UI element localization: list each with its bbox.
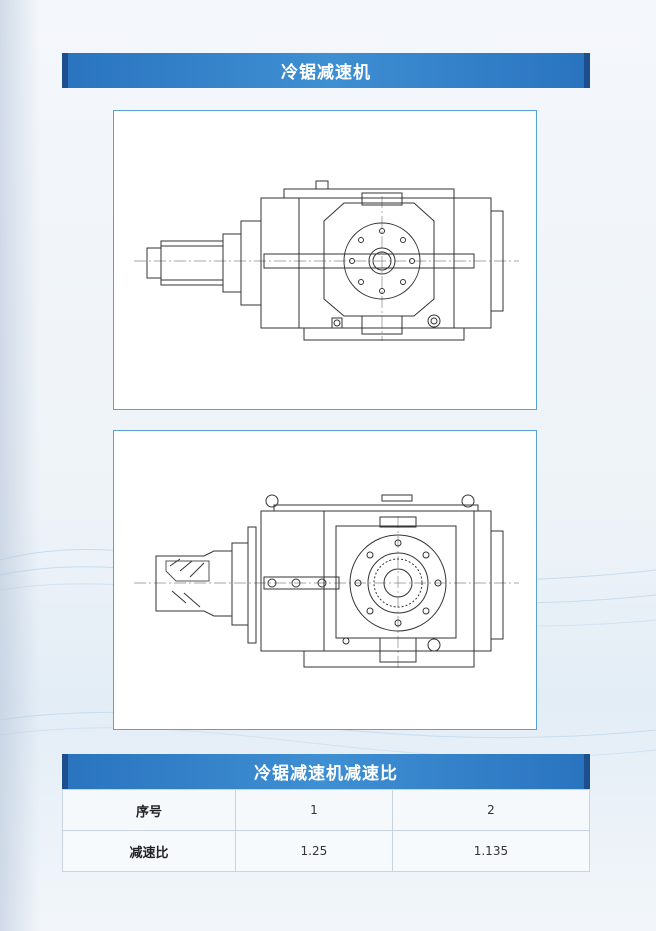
table-cell: 1 bbox=[235, 789, 393, 831]
section-title: 冷锯减速机减速比 bbox=[254, 764, 398, 784]
page-edge-shadow bbox=[0, 0, 40, 931]
row-label: 减速比 bbox=[62, 830, 236, 872]
table-cell: 1.135 bbox=[391, 830, 591, 872]
table-row: 减速比 1.25 1.135 bbox=[62, 830, 591, 872]
reduction-ratio-table: 序号 1 2 减速比 1.25 1.135 bbox=[62, 789, 591, 872]
table-row: 序号 1 2 bbox=[62, 789, 591, 831]
table-cell: 1.25 bbox=[235, 830, 393, 872]
gearbox-drawing-1 bbox=[134, 180, 519, 341]
row-label: 序号 bbox=[62, 789, 236, 831]
gearbox-drawing-2 bbox=[134, 494, 519, 671]
section-title-bar: 冷锯减速机减速比 bbox=[62, 754, 590, 789]
drawing-top-view bbox=[113, 110, 537, 410]
section-title: 冷锯减速机 bbox=[281, 63, 371, 83]
table-cell: 2 bbox=[391, 789, 591, 831]
drawing-front-view bbox=[113, 430, 537, 730]
section-title-bar: 冷锯减速机 bbox=[62, 53, 590, 88]
